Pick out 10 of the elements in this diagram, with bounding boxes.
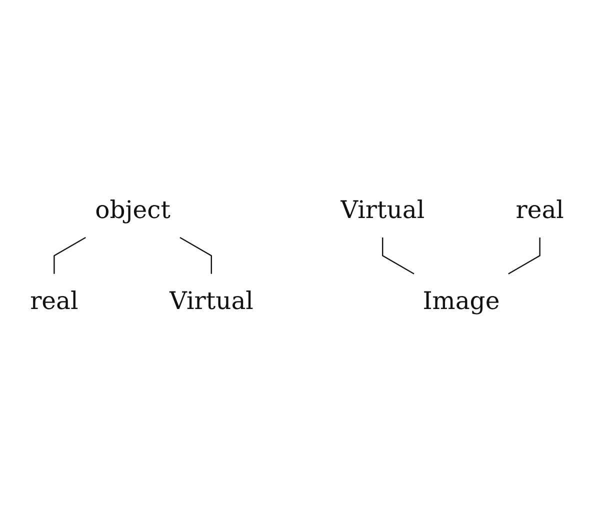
node-text: object xyxy=(95,196,170,224)
node-text: Virtual xyxy=(340,196,425,224)
node-text: real xyxy=(30,287,78,315)
node-text: Image xyxy=(422,287,500,315)
connector xyxy=(508,237,540,274)
connector xyxy=(54,236,86,274)
node-text: real xyxy=(516,196,564,224)
connector xyxy=(382,237,414,274)
node-text: Virtual xyxy=(169,287,254,315)
connector xyxy=(180,236,212,274)
